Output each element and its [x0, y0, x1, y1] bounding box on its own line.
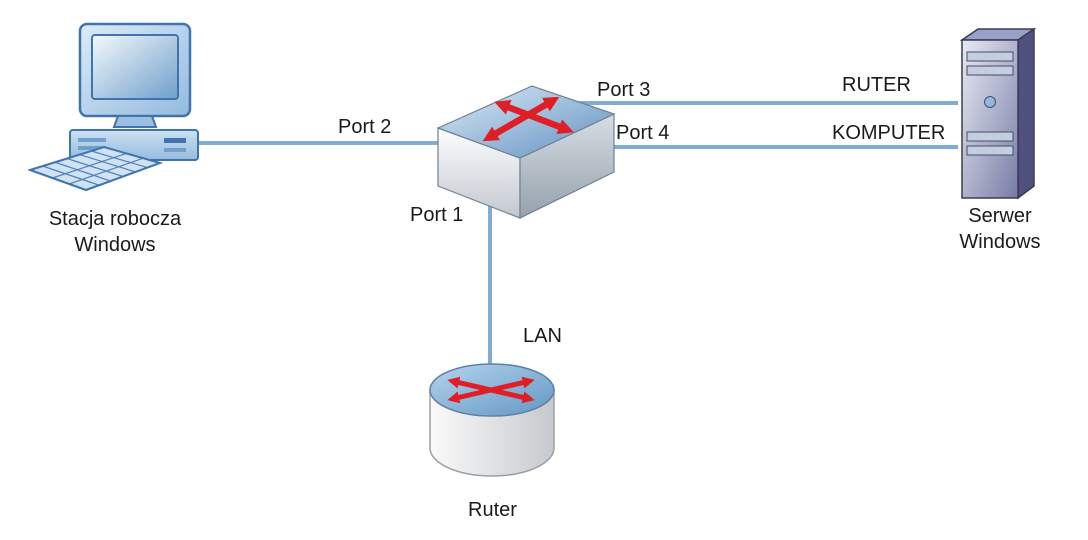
- server-label: Serwer Windows: [933, 203, 1067, 255]
- label-port2: Port 2: [338, 116, 392, 138]
- switch-node: [430, 80, 620, 227]
- server-icon: [959, 27, 1037, 200]
- switch-icon: [436, 85, 616, 219]
- server-label-line1: Serwer: [968, 205, 1032, 227]
- label-lan: LAN: [523, 325, 562, 347]
- workstation-label: Stacja robocza Windows: [15, 206, 215, 258]
- server-node: [948, 26, 1048, 209]
- label-port4-target: KOMPUTER: [832, 122, 946, 144]
- workstation-label-line2: Windows: [74, 234, 156, 256]
- workstation-label-line1: Stacja robocza: [48, 208, 182, 230]
- label-port3: Port 3: [597, 79, 651, 101]
- router-label: Ruter: [468, 499, 517, 521]
- server-label-line2: Windows: [959, 231, 1041, 253]
- router-node: [426, 360, 558, 487]
- router-icon: [429, 363, 555, 477]
- workstation-icon: [26, 22, 199, 192]
- workstation-node: [26, 20, 213, 200]
- label-port4: Port 4: [616, 122, 670, 144]
- label-port1: Port 1: [410, 204, 464, 226]
- label-port3-target: RUTER: [842, 74, 911, 96]
